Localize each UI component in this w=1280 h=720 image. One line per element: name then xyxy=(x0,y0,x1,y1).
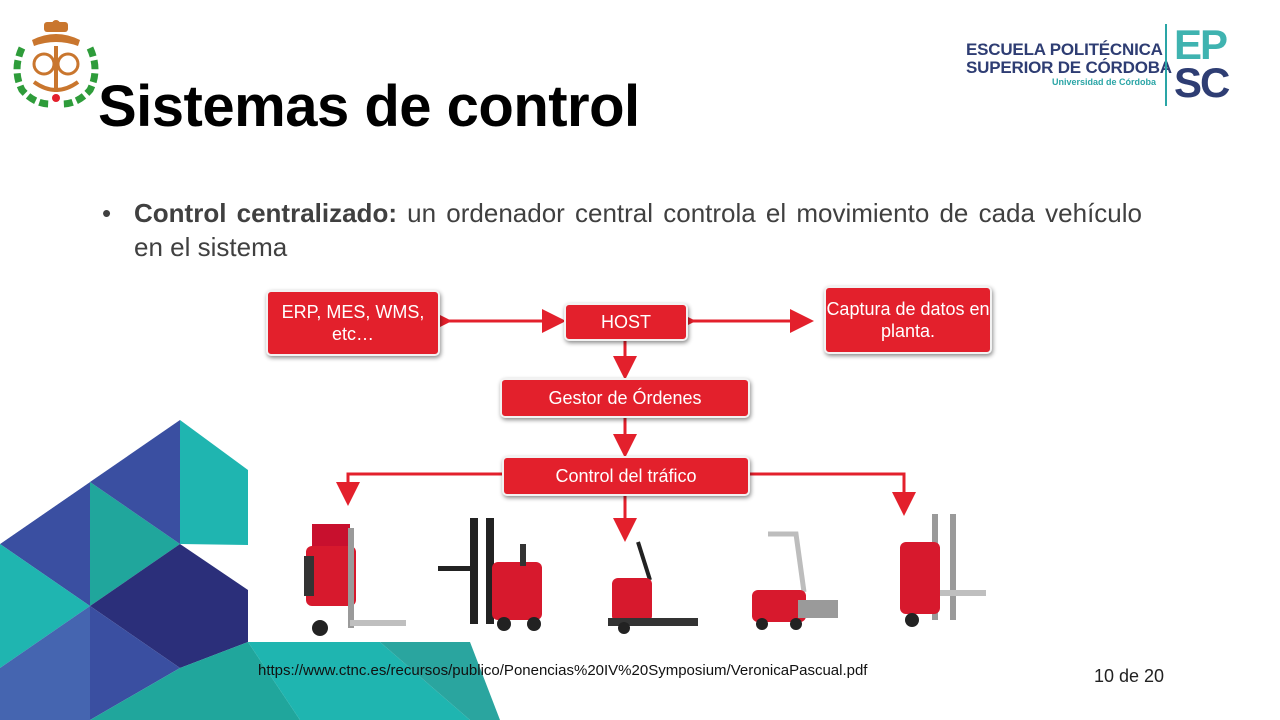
host-box: HOST xyxy=(564,303,688,341)
bullet-body: un ordenador central controla el movimie… xyxy=(134,198,1142,262)
logo-line-2: SUPERIOR DE CÓRDOBA xyxy=(966,58,1172,77)
logo-mark-top: EP xyxy=(1174,21,1228,68)
control-diagram-right xyxy=(886,280,996,642)
page-number: 10 de 20 xyxy=(1094,666,1165,686)
logo-separator xyxy=(1165,24,1167,106)
university-crest-logo xyxy=(13,20,99,108)
logo-line-3: Universidad de Córdoba xyxy=(1052,77,1157,87)
erp-mes-wms-box: ERP, MES, WMS, etc… xyxy=(266,290,440,356)
diagram-arrows xyxy=(304,309,886,636)
logo-mark-bottom: SC xyxy=(1174,59,1230,106)
vehicle-3-icon xyxy=(608,541,698,634)
diagram-arrows-right xyxy=(886,472,986,627)
vehicle-1-icon xyxy=(304,524,406,636)
captura-datos-box: Captura de datos en planta. xyxy=(824,286,992,354)
bullet-text: Control centralizado: un ordenador centr… xyxy=(134,196,1142,264)
logo-mark: EP SC xyxy=(1174,24,1230,104)
bullet-bold: Control centralizado: xyxy=(134,198,397,228)
bullet-point: • Control centralizado: un ordenador cen… xyxy=(102,196,1142,264)
source-link[interactable]: https://www.ctnc.es/recursos/publico/Pon… xyxy=(258,662,868,679)
logo-line-1: ESCUELA POLITÉCNICA xyxy=(966,40,1163,59)
vehicle-2-icon xyxy=(438,518,542,631)
vehicle-4-icon xyxy=(752,531,838,630)
vehicle-5-icon xyxy=(900,514,986,627)
control-diagram: ERP, MES, WMS, etc… HOST Gestor de Órden… xyxy=(248,280,888,642)
bullet-dot: • xyxy=(102,198,112,228)
slide-title: Sistemas de control xyxy=(98,74,640,139)
control-trafico-box: Control del tráfico xyxy=(502,456,750,496)
gestor-ordenes-box: Gestor de Órdenes xyxy=(500,378,750,418)
epsc-logo: ESCUELA POLITÉCNICA SUPERIOR DE CÓRDOBA … xyxy=(966,22,1246,110)
